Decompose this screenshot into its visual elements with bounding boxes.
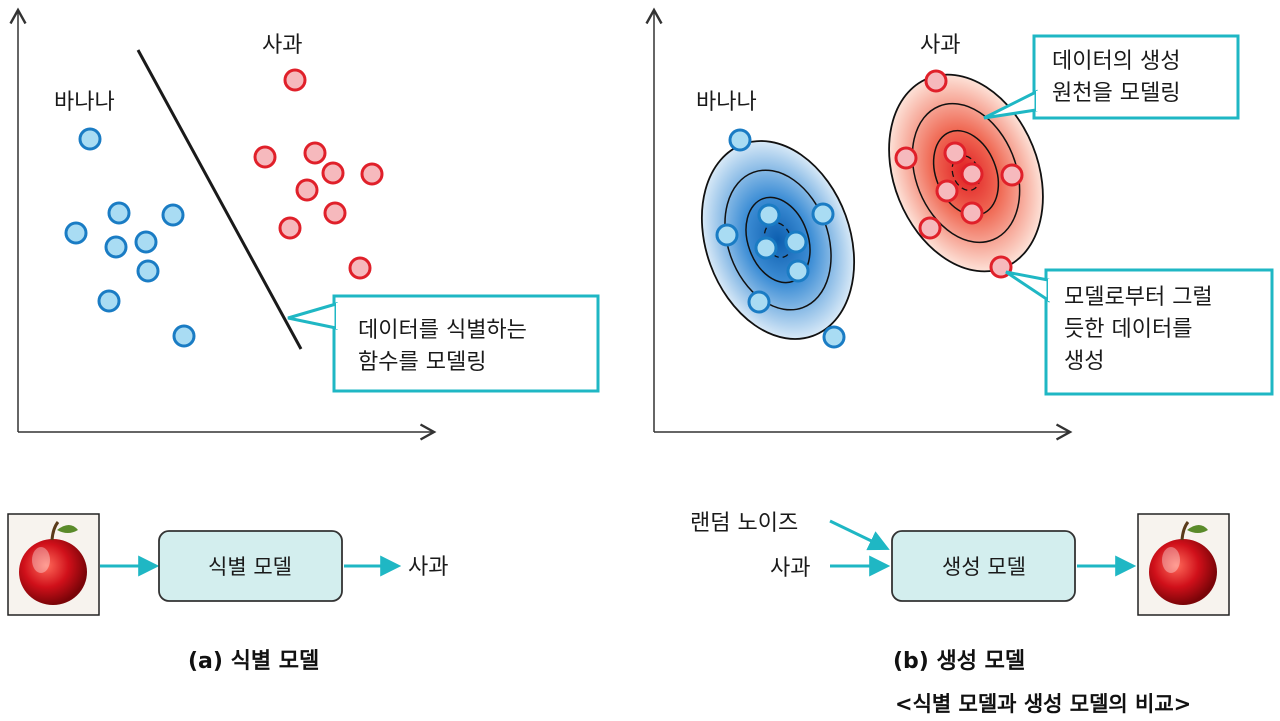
discriminative-model-label: 식별 모델 xyxy=(208,555,292,579)
apple-point xyxy=(960,162,984,186)
banana-point xyxy=(64,221,88,245)
panel-b-apple-points xyxy=(894,69,1024,279)
apple-point xyxy=(924,69,948,93)
panel-a-callout: 데이터를 식별하는 함수를 모델링 xyxy=(287,294,600,393)
banana-point xyxy=(97,289,121,313)
banana-point xyxy=(786,259,810,283)
flow-b-apple-label: 사과 xyxy=(770,556,810,581)
apple-image xyxy=(7,513,100,616)
panel-b-callout-bottom-line-1: 모델로부터 그럴 xyxy=(1064,285,1213,310)
panel-a-apple-label: 사과 xyxy=(262,33,302,58)
panel-a-callout-line-2: 함수를 모델링 xyxy=(358,350,486,375)
apple-point xyxy=(283,68,307,92)
figure-title: <식별 모델과 생성 모델의 비교> xyxy=(895,692,1192,716)
banana-point xyxy=(104,235,128,259)
apple-point xyxy=(1000,163,1024,187)
apple-image xyxy=(1137,513,1230,616)
panel-b-callout-top: 데이터의 생성 원천을 모델링 xyxy=(983,34,1240,120)
banana-point xyxy=(107,201,131,225)
panel-b-callout-top-line-1: 데이터의 생성 xyxy=(1052,49,1180,74)
caption-b: (b) 생성 모델 xyxy=(893,649,1026,674)
flow-b-noise-arrow xyxy=(829,519,890,551)
apple-point xyxy=(918,216,942,240)
banana-distribution xyxy=(700,140,856,340)
banana-point xyxy=(757,203,781,227)
apple-point xyxy=(323,201,347,225)
flow-b: 랜덤 노이즈 사과 생성 모델 xyxy=(690,511,1230,616)
banana-point xyxy=(134,230,158,254)
panel-b-callout-bottom-line-2: 듯한 데이터를 xyxy=(1064,317,1192,342)
decision-boundary xyxy=(136,49,303,350)
banana-point xyxy=(161,203,185,227)
panel-b-banana-points xyxy=(715,128,846,349)
apple-point xyxy=(348,256,372,280)
banana-point xyxy=(172,324,196,348)
panel-a-banana-label: 바나나 xyxy=(54,90,115,115)
panel-a-discriminative: 바나나 사과 데이터를 xyxy=(9,7,600,441)
apple-point xyxy=(278,216,302,240)
banana-point xyxy=(78,127,102,151)
banana-point xyxy=(784,230,808,254)
panel-b-generative: 바나나 사과 xyxy=(645,7,1274,441)
panel-a-banana-points xyxy=(64,127,196,348)
banana-point xyxy=(811,202,835,226)
banana-point xyxy=(715,223,739,247)
apple-point xyxy=(253,145,277,169)
caption-a: (a) 식별 모델 xyxy=(188,649,320,674)
apple-point xyxy=(960,201,984,225)
panel-b-callout-bottom-line-3: 생성 xyxy=(1064,349,1104,374)
banana-point xyxy=(728,128,752,152)
apple-point xyxy=(935,179,959,203)
generative-model-label: 생성 모델 xyxy=(942,555,1026,579)
apple-point xyxy=(894,146,918,170)
panel-a-apple-points xyxy=(253,68,384,280)
banana-point xyxy=(136,259,160,283)
discriminative-model-box xyxy=(158,530,343,602)
flow-a: 식별 모델 사과 xyxy=(7,513,448,616)
banana-point xyxy=(822,325,846,349)
flow-a-output-label: 사과 xyxy=(408,555,448,580)
apple-point xyxy=(943,141,967,165)
apple-point xyxy=(295,178,319,202)
banana-point xyxy=(747,290,771,314)
flow-b-noise-label: 랜덤 노이즈 xyxy=(690,511,798,536)
banana-point xyxy=(754,236,778,260)
panel-b-apple-label: 사과 xyxy=(920,33,960,58)
panel-b-callout-top-line-2: 원천을 모델링 xyxy=(1052,81,1180,106)
apple-point xyxy=(321,161,345,185)
panel-b-banana-label: 바나나 xyxy=(696,90,757,115)
apple-point xyxy=(303,141,327,165)
generative-model-box xyxy=(891,530,1076,602)
apple-point xyxy=(360,162,384,186)
panel-a-callout-line-1: 데이터를 식별하는 xyxy=(358,318,527,343)
panel-b-callout-bottom: 모델로부터 그럴 듯한 데이터를 생성 xyxy=(1005,268,1274,396)
